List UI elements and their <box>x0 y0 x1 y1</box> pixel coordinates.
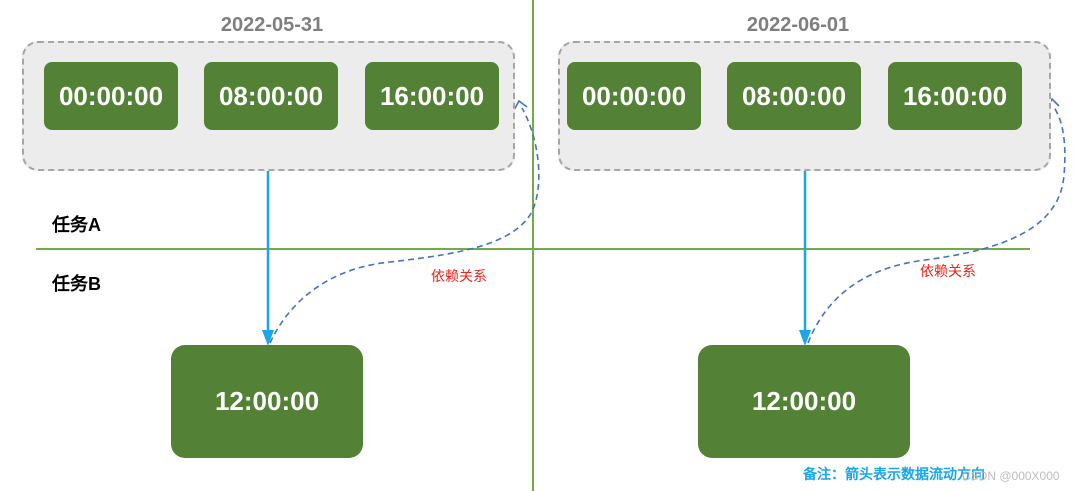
task-b-label: 任务B <box>52 274 101 294</box>
dependency-arrow-day1 <box>269 99 540 344</box>
task-b-slot-day2: 12:00:00 <box>698 345 910 458</box>
dependency-label-day1: 依赖关系 <box>431 268 487 284</box>
data-arrow-day2 <box>799 170 811 346</box>
task-a-slot-day2-3: 16:00:00 <box>888 62 1022 130</box>
task-a-slot-day1-1: 00:00:00 <box>44 62 178 130</box>
dependency-label-day2: 依赖关系 <box>920 263 976 279</box>
date-label-day2: 2022-06-01 <box>746 14 850 36</box>
task-a-slot-day1-2: 08:00:00 <box>204 62 338 130</box>
task-a-slot-day1-3: 16:00:00 <box>365 62 499 130</box>
legend-note: 备注：箭头表示数据流动方向 <box>803 466 985 482</box>
task-a-label: 任务A <box>52 215 101 235</box>
data-arrow-day1 <box>262 170 274 346</box>
date-label-day1: 2022-05-31 <box>220 14 324 36</box>
task-a-slot-day2-1: 00:00:00 <box>567 62 701 130</box>
watermark: CSDN @000X000 <box>962 469 1060 483</box>
task-a-slot-day2-2: 08:00:00 <box>727 62 861 130</box>
task-b-slot-day1: 12:00:00 <box>171 345 363 458</box>
